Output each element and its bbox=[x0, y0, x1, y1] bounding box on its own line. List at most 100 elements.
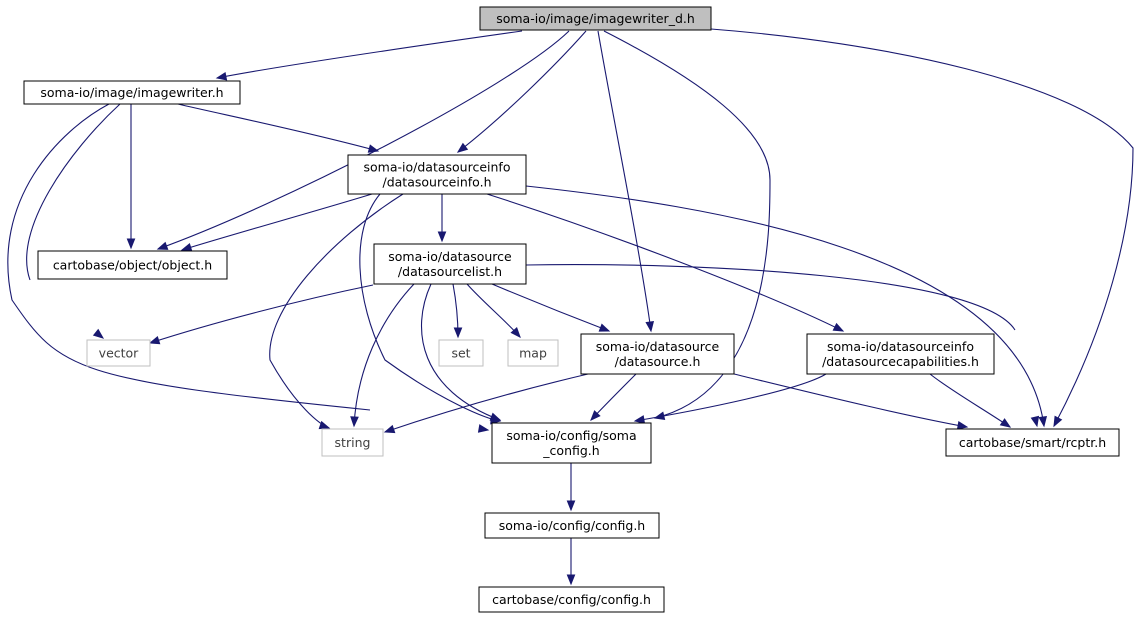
node-label: soma-io/datasource bbox=[596, 339, 720, 354]
edge-imagewriter_d-to-imagewriter bbox=[215, 30, 523, 81]
edge-datasourceinfo-to-object bbox=[180, 193, 373, 252]
arrowhead bbox=[645, 321, 655, 333]
arrowhead bbox=[510, 327, 521, 339]
edge-line bbox=[486, 193, 844, 332]
node-label: soma-io/image/imagewriter_d.h bbox=[496, 11, 695, 26]
node-label: set bbox=[451, 346, 470, 361]
node-box bbox=[86, 339, 151, 367]
arrowhead bbox=[215, 71, 228, 81]
arrowhead bbox=[367, 144, 380, 153]
edge-line bbox=[353, 283, 415, 427]
arrowhead bbox=[566, 500, 576, 512]
arrowhead bbox=[148, 335, 161, 345]
arrowhead bbox=[489, 412, 502, 421]
node-label: cartobase/config/config.h bbox=[492, 592, 651, 607]
node-datasourcelist[interactable]: soma-io/datasource/datasourcelist.h bbox=[373, 243, 527, 285]
edge-soma_config-to-config_io bbox=[566, 462, 576, 512]
edge-line bbox=[157, 30, 570, 250]
node-box bbox=[507, 339, 559, 367]
edge-line bbox=[384, 373, 589, 433]
node-box bbox=[373, 243, 527, 285]
node-capabilities[interactable]: soma-io/datasourceinfo/datasourcecapabil… bbox=[806, 333, 995, 375]
node-datasourceinfo[interactable]: soma-io/datasourceinfo/datasourceinfo.h bbox=[347, 154, 527, 195]
edge-datasourceinfo-to-capabilities bbox=[486, 193, 845, 332]
node-config-carto[interactable]: cartobase/config/config.h bbox=[478, 586, 665, 613]
arrowhead bbox=[456, 142, 469, 153]
edge-line bbox=[421, 283, 501, 421]
node-set: set bbox=[438, 339, 484, 367]
edge-line bbox=[359, 193, 501, 422]
edge-line bbox=[7, 103, 371, 411]
node-box bbox=[806, 333, 995, 375]
node-label: cartobase/object/object.h bbox=[53, 258, 212, 273]
arrowhead bbox=[477, 424, 490, 433]
arrowhead bbox=[956, 421, 969, 430]
node-box bbox=[37, 250, 228, 280]
edge-line bbox=[181, 193, 373, 251]
nodes-layer: soma-io/image/imagewriter_d.h soma-io/ima… bbox=[23, 6, 1120, 613]
node-label: soma-io/datasourceinfo bbox=[364, 160, 511, 175]
node-label: map bbox=[519, 346, 547, 361]
node-box bbox=[321, 428, 384, 457]
node-string: string bbox=[321, 428, 384, 457]
edges-layer bbox=[7, 28, 1134, 586]
node-box bbox=[484, 512, 660, 539]
node-box bbox=[479, 6, 712, 31]
edge-line bbox=[26, 103, 121, 281]
node-label: soma-io/config/soma bbox=[506, 428, 636, 443]
edge-imagewriter-to-object bbox=[126, 104, 136, 250]
edge-line bbox=[177, 103, 379, 152]
edge-imagewriter_d-to-datasource bbox=[597, 30, 655, 333]
edge-line bbox=[597, 30, 652, 332]
node-box bbox=[347, 154, 527, 195]
arrowhead bbox=[1038, 416, 1048, 428]
edge-imagewriter_d-to-datasourceinfo bbox=[456, 30, 587, 153]
node-datasource[interactable]: soma-io/datasource/datasource.h bbox=[580, 333, 735, 375]
node-box bbox=[478, 586, 665, 613]
node-box bbox=[491, 422, 652, 464]
arrowhead bbox=[180, 243, 193, 252]
arrowhead bbox=[126, 238, 136, 250]
node-rcptr[interactable]: cartobase/smart/rcptr.h bbox=[945, 428, 1120, 457]
edge-line bbox=[216, 30, 523, 79]
node-label: cartobase/smart/rcptr.h bbox=[959, 435, 1106, 450]
arrowhead bbox=[1053, 415, 1063, 428]
arrowhead bbox=[1030, 415, 1040, 428]
edge-datasourcelist-to-rcptr bbox=[525, 264, 1040, 428]
edge-line bbox=[929, 373, 1011, 428]
edge-config_io-to-config_carto bbox=[566, 537, 576, 586]
node-imagewriter-d: soma-io/image/imagewriter_d.h bbox=[479, 6, 712, 31]
arrowhead bbox=[832, 322, 845, 332]
arrowhead bbox=[633, 415, 646, 424]
arrowhead bbox=[156, 241, 169, 250]
arrowhead bbox=[590, 410, 601, 421]
edge-datasourcelist-to-soma_config bbox=[421, 283, 502, 421]
arrowhead bbox=[350, 416, 359, 428]
node-map: map bbox=[507, 339, 559, 367]
edge-datasourceinfo-to-rcptr bbox=[525, 185, 1048, 428]
edge-line bbox=[269, 193, 404, 429]
node-object[interactable]: cartobase/object/object.h bbox=[37, 250, 228, 280]
node-soma-config[interactable]: soma-io/config/soma_config.h bbox=[491, 422, 652, 464]
node-imagewriter[interactable]: soma-io/image/imagewriter.h bbox=[23, 80, 241, 105]
arrowhead bbox=[598, 323, 611, 332]
edge-capabilities-to-soma_config bbox=[633, 373, 827, 424]
arrowhead bbox=[999, 418, 1012, 428]
edge-datasourcelist-to-datasource bbox=[491, 283, 611, 332]
edge-line bbox=[634, 373, 827, 422]
arrowhead bbox=[92, 328, 105, 339]
edge-datasourceinfo-to-datasourcelist bbox=[437, 194, 447, 243]
node-label: string bbox=[335, 435, 371, 450]
edge-capabilities-to-rcptr bbox=[929, 373, 1012, 428]
node-config-io[interactable]: soma-io/config/config.h bbox=[484, 512, 660, 539]
arrowhead bbox=[566, 574, 576, 586]
arrowhead bbox=[437, 231, 447, 243]
edge-line bbox=[457, 30, 587, 153]
node-label: /datasourceinfo.h bbox=[383, 175, 492, 190]
node-label: soma-io/datasource bbox=[388, 249, 512, 264]
edge-imagewriter_d-to-object bbox=[156, 30, 570, 250]
arrowhead bbox=[318, 420, 331, 430]
arrowhead bbox=[453, 327, 463, 339]
edge-line bbox=[525, 264, 1016, 331]
